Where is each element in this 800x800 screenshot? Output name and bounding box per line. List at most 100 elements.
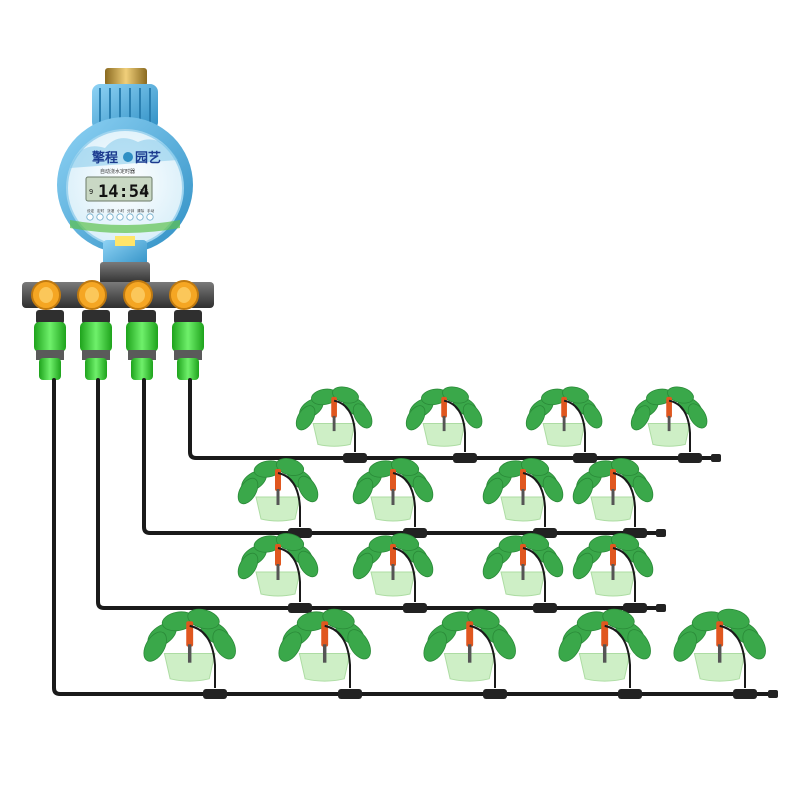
plant-leaf xyxy=(275,458,305,476)
micro-tube xyxy=(277,547,301,602)
plant-pot xyxy=(590,496,636,522)
potted-plant xyxy=(525,386,603,452)
drip-emitter xyxy=(441,396,447,418)
potted-plant xyxy=(423,608,516,688)
timer-button[interactable] xyxy=(116,213,124,221)
timer-button-label: 浇灌 xyxy=(107,208,115,213)
plant-leaf xyxy=(632,550,654,578)
tee-connector xyxy=(203,689,227,699)
plant-leaf xyxy=(602,608,635,630)
lcd-small-digit: 9 xyxy=(89,188,93,196)
emitter-stake xyxy=(521,489,525,505)
tee-connector xyxy=(403,603,427,613)
tee-connector xyxy=(338,689,362,699)
timer-button-label: 设定 xyxy=(87,208,95,213)
emitter-stake xyxy=(322,644,327,663)
hose-barb xyxy=(39,358,61,380)
micro-tube xyxy=(612,472,636,527)
plant-leaf xyxy=(442,386,469,404)
connector-nut xyxy=(174,310,202,324)
plant-pot xyxy=(693,653,746,682)
plant-pot xyxy=(578,653,631,682)
plant-leaf xyxy=(492,629,516,660)
manifold-outlet xyxy=(123,280,158,380)
potted-plant xyxy=(405,386,483,452)
plant-leaf xyxy=(295,405,316,431)
plant-pot xyxy=(312,423,356,447)
plant-leaf xyxy=(520,458,550,476)
micro-tube xyxy=(189,624,216,688)
potted-plant xyxy=(572,533,654,602)
timer-button[interactable] xyxy=(106,213,114,221)
plant-pot xyxy=(542,423,586,447)
emitter-stake xyxy=(276,564,280,580)
tee-connector xyxy=(483,689,507,699)
plant-leaf xyxy=(405,405,426,431)
plant-pot xyxy=(443,653,496,682)
plant-leaf xyxy=(610,458,640,476)
drip-emitter xyxy=(601,621,609,647)
micro-tube xyxy=(469,624,496,688)
plant-leaf xyxy=(347,629,371,660)
plant-leaf xyxy=(482,552,504,580)
plant-leaf xyxy=(332,386,359,404)
four-way-manifold xyxy=(22,262,214,308)
plant-pot xyxy=(255,571,301,597)
tee-connector xyxy=(733,689,757,699)
plants xyxy=(143,386,766,688)
micro-tube xyxy=(277,472,301,527)
potted-plant xyxy=(572,458,654,527)
micro-tube xyxy=(333,399,356,452)
connector-ring xyxy=(36,350,64,360)
timer-button[interactable] xyxy=(86,213,94,221)
emitter-stake xyxy=(602,644,607,663)
drip-emitter xyxy=(275,469,281,491)
micro-tube xyxy=(522,472,546,527)
plant-leaf xyxy=(673,631,697,662)
emitter-stake xyxy=(521,564,525,580)
plant-leaf xyxy=(542,550,564,578)
plant-leaf xyxy=(520,533,550,551)
plant-pot xyxy=(255,496,301,522)
plant-leaf xyxy=(390,533,420,551)
timer-button[interactable] xyxy=(96,213,104,221)
emitter-stake xyxy=(391,489,395,505)
connector-nut xyxy=(82,310,110,324)
brand-suffix: 园艺 xyxy=(135,150,161,166)
plant-leaf xyxy=(482,477,504,505)
timer-button[interactable] xyxy=(126,213,134,221)
drip-pipe xyxy=(96,378,662,610)
plant-leaf xyxy=(297,550,319,578)
emitter-stake xyxy=(717,644,722,663)
plant-leaf xyxy=(572,552,594,580)
drip-emitter xyxy=(666,396,672,418)
timer-button[interactable] xyxy=(136,213,144,221)
plant-leaf xyxy=(212,629,236,660)
drip-emitter xyxy=(390,544,396,566)
drip-emitter xyxy=(561,396,567,418)
timer-button[interactable] xyxy=(146,213,154,221)
plant-leaf xyxy=(462,403,483,429)
water-timer: 擎程 园艺 自动浇水定时器 9 14:54 26 设定定时浇灌小时分钟清除手动 xyxy=(57,68,193,268)
potted-plant xyxy=(482,533,564,602)
drip-emitter xyxy=(466,621,474,647)
plant-leaf xyxy=(143,631,167,662)
timer-button-label: 手动 xyxy=(147,208,155,213)
plant-leaf xyxy=(278,631,302,662)
manifold-outlets xyxy=(31,280,204,380)
timer-buttons: 设定定时浇灌小时分钟清除手动 xyxy=(86,208,155,221)
lcd-display xyxy=(85,176,153,202)
plant-leaf xyxy=(742,629,766,660)
plant-pot xyxy=(500,571,546,597)
manifold-bar xyxy=(22,282,214,308)
tee-connector xyxy=(288,603,312,613)
quick-connector xyxy=(126,322,158,352)
quick-connector xyxy=(34,322,66,352)
coupling-nut xyxy=(92,84,158,130)
end-plug xyxy=(711,454,721,462)
tee-connector xyxy=(343,453,367,463)
end-plug xyxy=(656,529,666,537)
connector-ring xyxy=(174,350,202,360)
valve-center xyxy=(39,287,53,303)
micro-tube xyxy=(324,624,351,688)
